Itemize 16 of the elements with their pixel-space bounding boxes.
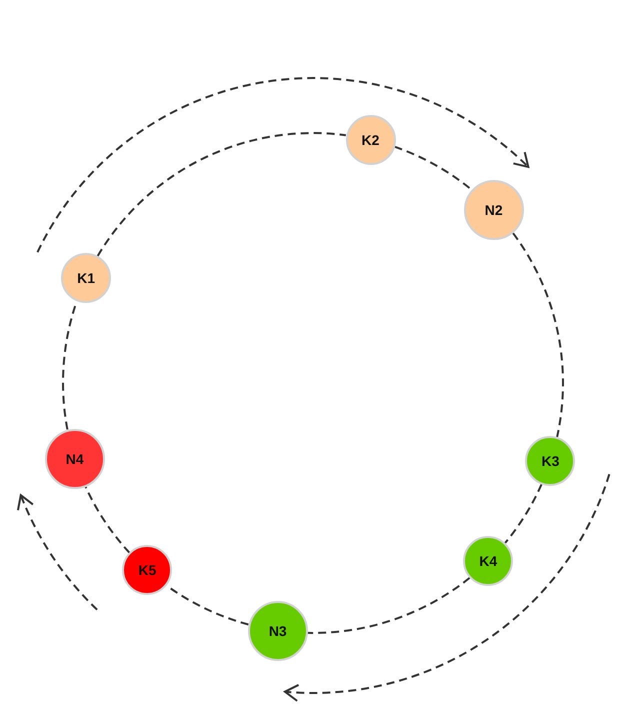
- node-label: N2: [484, 202, 503, 218]
- node-label: K5: [138, 562, 156, 578]
- ring-segment: [394, 146, 472, 191]
- ring-segment: [308, 577, 470, 634]
- node-label: K1: [77, 270, 95, 286]
- ring-segment: [96, 132, 346, 257]
- node-label: N4: [66, 450, 84, 467]
- ring-node-circle: [463, 536, 514, 586]
- node-label: K2: [362, 132, 380, 148]
- node-label: N3: [268, 622, 287, 638]
- node-label: K4: [479, 553, 498, 570]
- ring-segment: [84, 486, 130, 554]
- ring-node-circle: [122, 545, 172, 596]
- node-label: K3: [542, 453, 560, 470]
- ring-segment: [512, 232, 564, 438]
- ring-segment: [504, 484, 542, 544]
